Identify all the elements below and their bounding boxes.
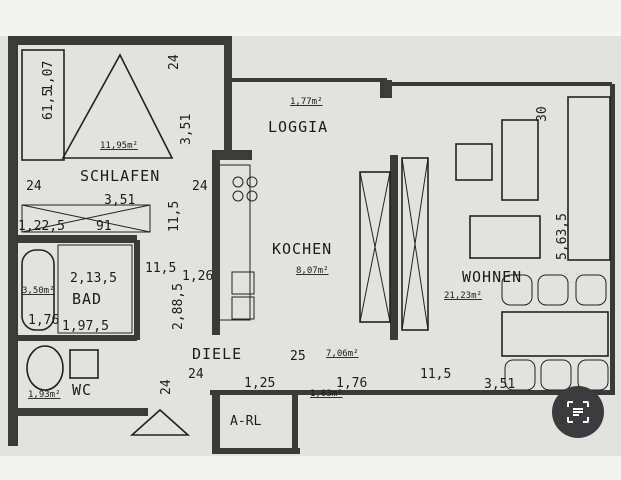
dimension-label: 3,51 xyxy=(104,193,135,208)
dimension-label: 11,5 xyxy=(420,367,451,382)
dimension-label: 1,26 xyxy=(182,269,213,284)
dimension-label: 24 xyxy=(167,54,182,70)
dimension-label: 1,22,5 xyxy=(18,219,65,234)
dimension-label: 91 xyxy=(96,219,112,234)
room-area-kochen: 8,07m² xyxy=(296,266,329,276)
dimension-label: 11,5 xyxy=(145,261,176,276)
scan-text-icon xyxy=(567,401,589,423)
walls xyxy=(8,36,615,454)
bathtub-symbol xyxy=(21,249,55,331)
room-area-bad: 3,50m² xyxy=(22,286,55,296)
furniture xyxy=(21,49,611,436)
room-name-wc: WC xyxy=(72,381,92,399)
room-labels: SCHLAFEN 11,95m² LOGGIA 1,77m² KOCHEN 8,… xyxy=(22,97,522,429)
dimension-label: 1,76 xyxy=(28,313,59,328)
room-name-wohnen: WOHNEN xyxy=(462,268,522,286)
dimension-label: 25 xyxy=(290,349,306,364)
bed-symbol xyxy=(61,53,174,159)
room-name-abstell: A-RL xyxy=(230,414,261,429)
dimension-label: 3,51 xyxy=(179,114,194,145)
dimension-label: 1,07 xyxy=(41,61,56,92)
room-area-wohnen: 21,23m² xyxy=(444,291,482,301)
room-name-kochen: KOCHEN xyxy=(272,240,332,258)
dimension-label: 24 xyxy=(192,179,208,194)
room-area-abstell: 1,03m² xyxy=(310,389,343,399)
room-name-bad: BAD xyxy=(72,290,102,308)
toilet-symbol xyxy=(26,345,64,391)
dimension-label: 1,97,5 xyxy=(62,319,109,334)
scan-text-button[interactable] xyxy=(552,386,604,438)
dimension-label: 5,63,5 xyxy=(555,213,570,260)
dimension-label: 2,13,5 xyxy=(70,271,117,286)
room-area-schlafen: 11,95m² xyxy=(100,141,138,151)
room-name-loggia: LOGGIA xyxy=(268,118,328,136)
room-area-diele: 7,06m² xyxy=(326,349,359,359)
dimension-label: 1,76 xyxy=(336,376,367,391)
dimension-label: 2,88,5 xyxy=(171,283,186,330)
dimension-label: 11,5 xyxy=(167,201,182,232)
paper xyxy=(0,36,621,456)
dimension-label: 3,51 xyxy=(484,377,515,392)
room-name-diele: DIELE xyxy=(192,345,242,363)
dimension-label: 61,5 xyxy=(41,89,56,120)
dimension-labels: 1,07 61,5 24 3,51 24 3,51 24 1,22,5 91 1… xyxy=(18,54,570,395)
dimension-label: 24 xyxy=(188,367,204,382)
room-area-wc: 1,93m² xyxy=(28,390,61,400)
room-name-schlafen: SCHLAFEN xyxy=(80,167,160,185)
dimension-label: 24 xyxy=(26,179,42,194)
table-symbol xyxy=(455,143,493,181)
room-area-loggia: 1,77m² xyxy=(290,97,323,107)
dimension-label: 24 xyxy=(159,379,174,395)
dimension-label: 1,25 xyxy=(244,376,275,391)
dimension-label: 30 xyxy=(535,106,550,122)
